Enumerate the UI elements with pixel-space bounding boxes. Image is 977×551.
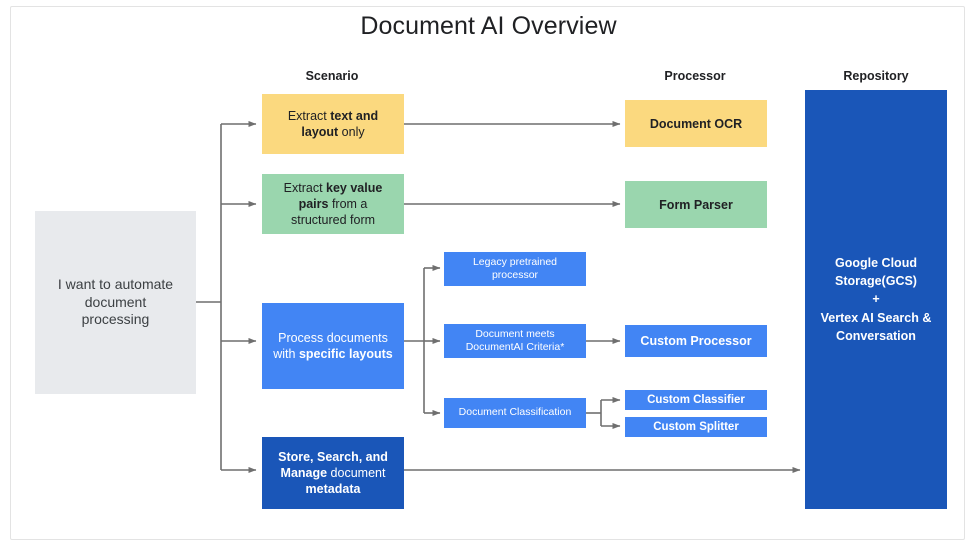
scenario-4-line-3-bold: metadata: [305, 482, 361, 496]
scenario-3-line-2-bold: specific layouts: [298, 347, 393, 361]
scenario-extract-text-and-layout[interactable]: Extract text and layout only: [262, 94, 404, 154]
scenario-1-line-1-pre: Extract: [287, 109, 331, 123]
repository-line-2: Storage(GCS): [835, 274, 917, 289]
entry-node-automate-document-processing: I want to automate document processing: [35, 211, 196, 394]
column-header-repository: Repository: [843, 69, 909, 83]
entry-line-3: processing: [81, 311, 150, 328]
repository-node[interactable]: Google Cloud Storage(GCS) + Vertex AI Se…: [805, 90, 947, 509]
scenario-2-line-1-pre: Extract: [283, 181, 327, 195]
node-document-meets-criteria[interactable]: Document meets DocumentAI Criteria*: [444, 324, 586, 358]
scenario-1-line-2-post: only: [338, 125, 365, 139]
repository-line-1: Google Cloud: [835, 256, 917, 271]
processor-3-label: Custom Processor: [640, 334, 752, 348]
processor-4-label: Custom Classifier: [647, 393, 745, 406]
processor-document-ocr[interactable]: Document OCR: [625, 100, 767, 147]
scenario-store-search-manage[interactable]: Store, Search, and Manage document metad…: [262, 437, 404, 509]
processor-1-label: Document OCR: [649, 116, 743, 131]
middle-1-line-1: Legacy pretrained: [472, 255, 558, 268]
entry-line-2: document: [84, 293, 147, 310]
column-header-scenario: Scenario: [305, 69, 359, 83]
scenario-extract-key-value-pairs[interactable]: Extract key value pairs from a structure…: [262, 174, 404, 234]
column-header-processor: Processor: [664, 69, 726, 83]
scenario-2-line-1-bold: key value: [326, 181, 383, 195]
scenario-3-line-1: Process documents: [278, 331, 388, 345]
scenario-2-line-3: structured form: [290, 213, 376, 227]
repository-line-3: +: [872, 292, 880, 307]
repository-line-5: Conversation: [836, 328, 916, 343]
node-legacy-pretrained-processor[interactable]: Legacy pretrained processor: [444, 252, 586, 286]
middle-1-line-2: processor: [491, 269, 539, 281]
scenario-1-line-1-bold: text and: [330, 109, 379, 123]
scenario-1-line-2-bold: layout: [301, 125, 339, 139]
diagram-frame: [10, 6, 965, 540]
scenario-process-specific-layouts[interactable]: Process documents with specific layouts: [262, 303, 404, 389]
middle-3-line-1: Document Classification: [458, 406, 572, 419]
scenario-4-line-2-bold: Manage: [280, 466, 328, 480]
processor-custom-processor[interactable]: Custom Processor: [625, 325, 767, 357]
processor-form-parser[interactable]: Form Parser: [625, 181, 767, 228]
scenario-4-line-2-post: document: [327, 466, 386, 480]
page-title: Document AI Overview: [360, 12, 617, 40]
processor-5-label: Custom Splitter: [653, 420, 739, 433]
scenario-3-line-2-pre: with: [273, 347, 299, 361]
scenario-2-line-2-post: from a: [328, 197, 368, 211]
middle-2-line-1: Document meets: [475, 327, 555, 340]
entry-line-1: I want to automate: [57, 275, 174, 292]
scenario-2-line-2-bold: pairs: [298, 197, 329, 211]
processor-2-label: Form Parser: [659, 197, 733, 212]
processor-custom-splitter[interactable]: Custom Splitter: [625, 417, 767, 437]
node-document-classification[interactable]: Document Classification: [444, 398, 586, 428]
scenario-4-line-1-bold: Store, Search, and: [278, 450, 388, 464]
repository-line-4: Vertex AI Search &: [820, 310, 932, 325]
middle-2-line-2: DocumentAI Criteria*: [465, 341, 565, 353]
processor-custom-classifier[interactable]: Custom Classifier: [625, 390, 767, 410]
